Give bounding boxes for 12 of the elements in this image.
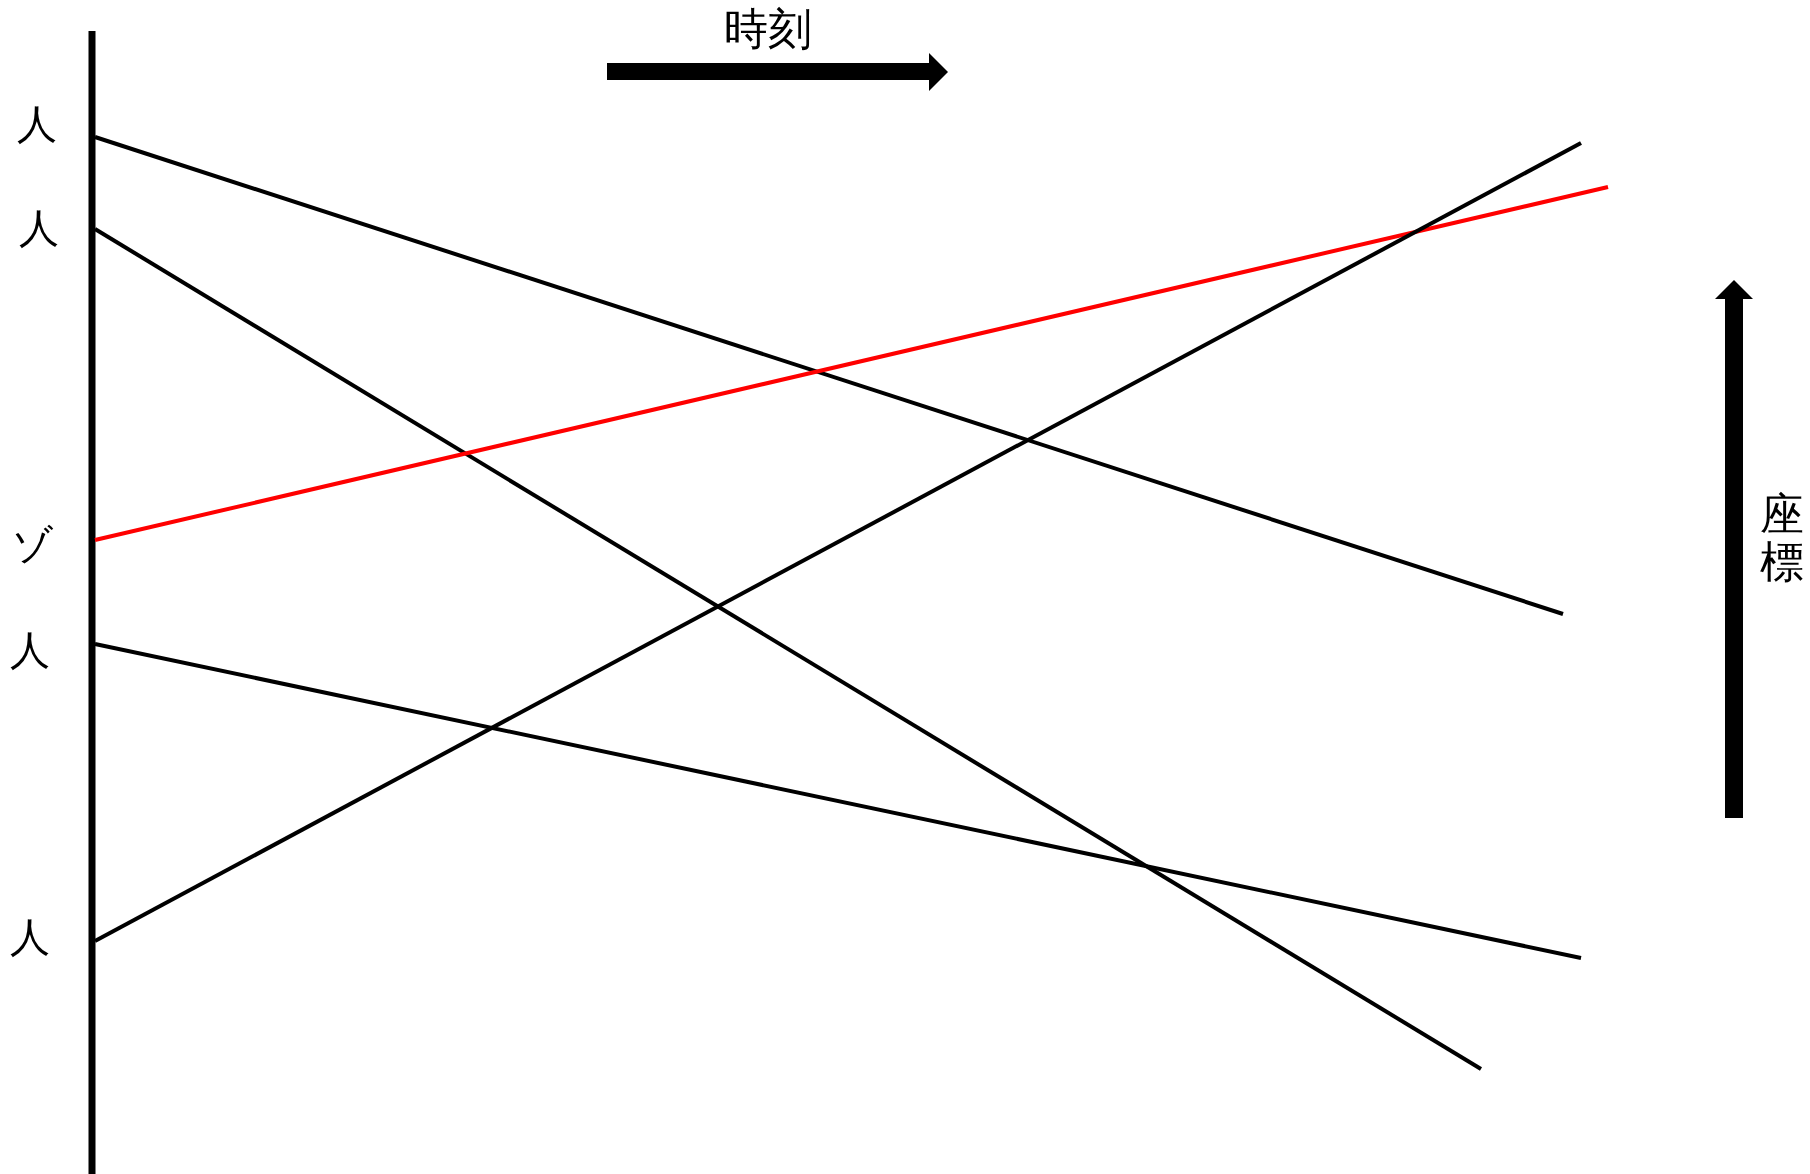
world-line bbox=[94, 642, 1582, 960]
world-line bbox=[94, 135, 1564, 616]
axis-label: 座標 bbox=[1760, 490, 1804, 587]
line-label: ゾ bbox=[12, 524, 53, 564]
world-line bbox=[94, 141, 1582, 943]
line-label: 人 bbox=[17, 104, 57, 144]
world-line bbox=[93, 227, 1483, 1071]
line-label: 人 bbox=[19, 208, 59, 248]
world-line bbox=[94, 185, 1609, 542]
axis-label: 時刻 bbox=[724, 5, 812, 54]
line-label: 人 bbox=[10, 917, 50, 957]
line-label: 人 bbox=[10, 630, 50, 670]
